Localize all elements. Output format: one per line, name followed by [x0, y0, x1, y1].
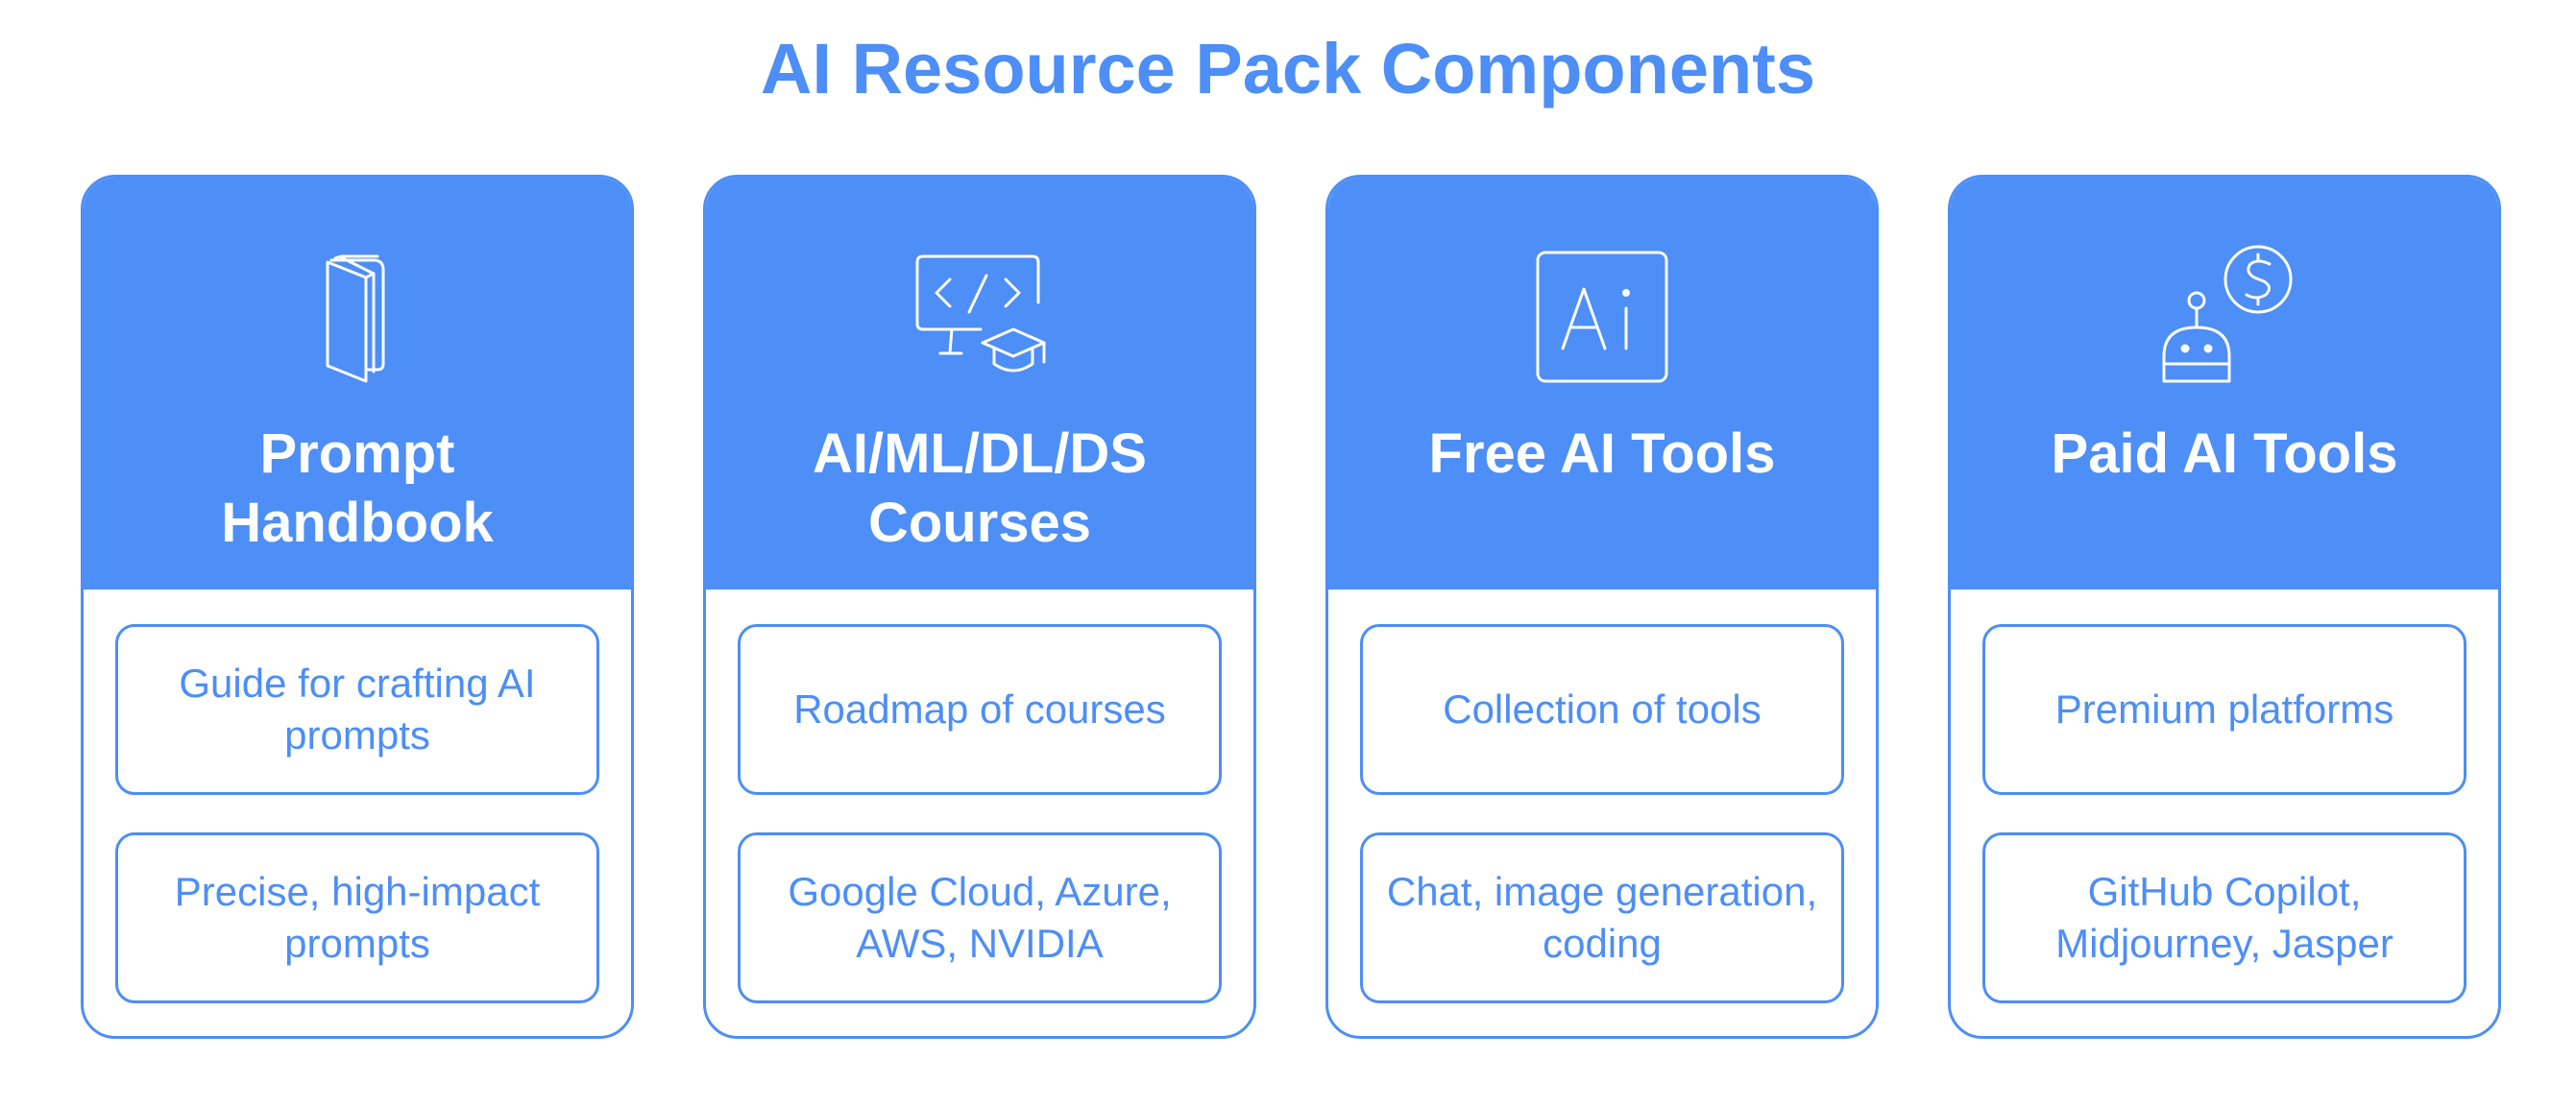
- robot-dollar-icon: [2152, 245, 2297, 389]
- card-title: AI/ML/DL/DS Courses: [813, 422, 1147, 554]
- card-free-ai-tools: Free AI Tools Collection of tools Chat, …: [1325, 175, 1879, 1039]
- card-header: AI/ML/DL/DS Courses: [706, 178, 1253, 590]
- card-paid-ai-tools: Paid AI Tools Premium platforms GitHub C…: [1948, 175, 2501, 1039]
- book-icon: [285, 245, 429, 389]
- card-title: Paid AI Tools: [2051, 422, 2398, 485]
- card-item: Precise, high-impact prompts: [115, 832, 599, 1003]
- card-prompt-handbook: Prompt Handbook Guide for crafting AI pr…: [81, 175, 634, 1039]
- card-item: Guide for crafting AI prompts: [115, 624, 599, 795]
- card-item: Premium platforms: [1982, 624, 2467, 795]
- code-graduation-cap-icon: [908, 245, 1052, 389]
- ai-logo-icon: [1530, 245, 1674, 389]
- card-header: Paid AI Tools: [1951, 178, 2498, 590]
- diagram-title: AI Resource Pack Components: [761, 29, 1815, 108]
- card-title: Free AI Tools: [1428, 422, 1776, 485]
- card-header: Prompt Handbook: [84, 178, 631, 590]
- card-item: GitHub Copilot, Midjourney, Jasper: [1982, 832, 2467, 1003]
- card-item: Collection of tools: [1360, 624, 1844, 795]
- card-courses: AI/ML/DL/DS Courses Roadmap of courses G…: [703, 175, 1256, 1039]
- card-header: Free AI Tools: [1328, 178, 1876, 590]
- card-item: Roadmap of courses: [738, 624, 1222, 795]
- card-title: Prompt Handbook: [221, 422, 494, 554]
- card-item: Google Cloud, Azure, AWS, NVIDIA: [738, 832, 1222, 1003]
- card-item: Chat, image generation, coding: [1360, 832, 1844, 1003]
